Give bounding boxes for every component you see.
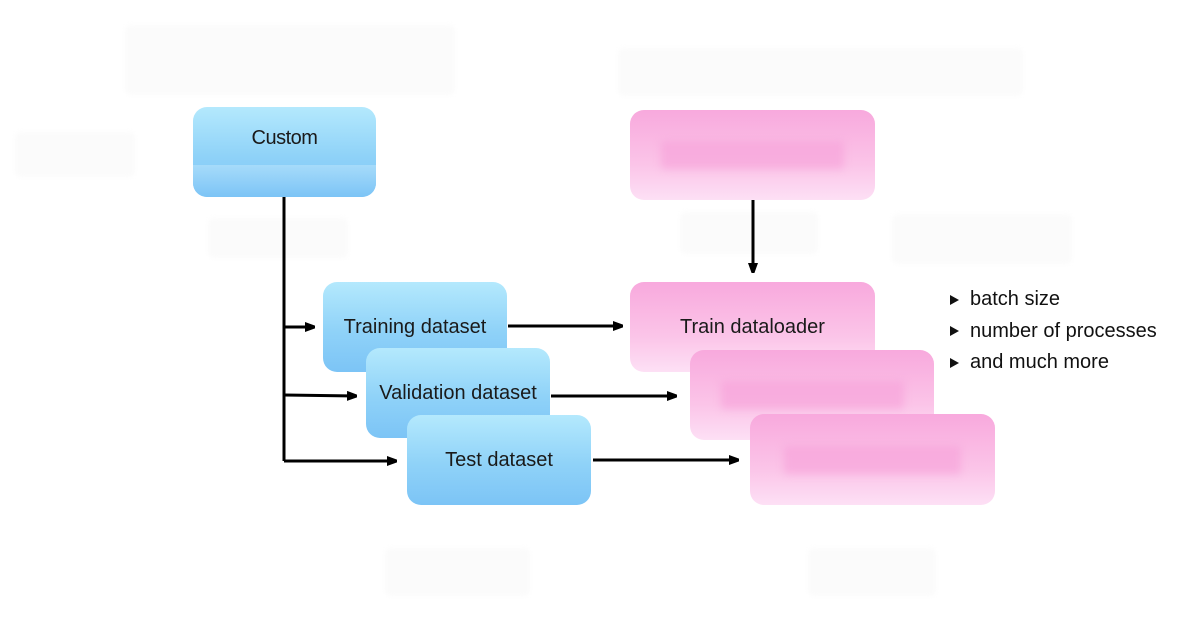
option-label: and much more [970, 351, 1109, 374]
obscured-edge-label-left [208, 218, 348, 258]
custom-source-node: Custom [193, 107, 376, 197]
obscured-config-label [660, 141, 845, 169]
arrow-to-validation-dataset [283, 395, 356, 396]
obscured-footer-right [808, 548, 936, 596]
obscured-edge-label-mid [680, 212, 818, 254]
test-dataset-node: Test dataset [407, 415, 591, 505]
option-label: batch size [970, 288, 1061, 311]
obscured-footer-left [385, 548, 530, 596]
obscured-validation-dataloader-label [720, 381, 904, 409]
obscured-test-dataloader-label [784, 445, 961, 474]
training-dataset-label: Training dataset [343, 315, 487, 338]
obscured-side-label [15, 132, 135, 177]
validation-dataset-label: Validation dataset [379, 381, 537, 404]
obscured-edge-label-right [892, 214, 1072, 264]
obscured-title-left [125, 25, 455, 95]
triangle-bullet-icon [950, 357, 959, 368]
option-label: number of processes [970, 319, 1157, 342]
dataloader-config-node [630, 110, 875, 200]
custom-node-label: Custom [251, 126, 318, 149]
dataloader-options-list: batch size number of processes and much … [950, 284, 1157, 379]
train-dataloader-label: Train dataloader [680, 315, 825, 338]
custom-node-band [193, 165, 376, 197]
triangle-bullet-icon [950, 326, 959, 337]
test-dataloader-node [750, 414, 995, 505]
obscured-title-right [618, 48, 1023, 96]
triangle-bullet-icon [950, 294, 959, 305]
list-item: number of processes [950, 316, 1157, 348]
list-item: batch size [950, 284, 1157, 316]
list-item: and much more [950, 347, 1157, 379]
test-dataset-label: Test dataset [445, 448, 553, 471]
